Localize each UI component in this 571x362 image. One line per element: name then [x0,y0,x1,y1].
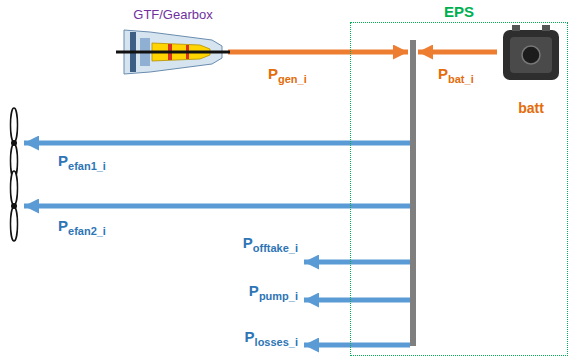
component-label: GTF/Gearbox [118,6,228,24]
power-flow-label: Pbat_i [438,64,474,85]
component-label: batt [496,99,566,117]
battery-power-arrow [418,50,497,55]
power-flow-label: Plosses_i [245,327,298,348]
propeller-blade [11,171,18,205]
power-flow-label: Pefan1_i [58,151,106,172]
power-bus [410,40,416,346]
turbofan-illustration [116,30,230,74]
battery-terminal [542,25,550,31]
battery-body [503,30,559,80]
battery-node: batt [496,25,566,117]
propeller-icon [11,108,18,178]
power-flow-label: Pgen_i [268,64,307,85]
losses-power-arrow [304,343,410,348]
propeller-blade [11,108,18,142]
region-title: EPS [351,3,567,21]
battery-port [522,46,540,64]
propeller-hub [11,140,17,146]
propeller-hub [11,203,17,209]
engine-shaft [116,51,230,54]
battery-terminal [512,25,520,31]
efan-power-arrow [24,141,410,146]
efan-power-arrow [24,204,410,209]
generator-power-arrow [228,50,408,55]
propeller-blade [11,207,18,241]
battery-illustration [503,25,559,80]
eps-region: EPSbatt [350,22,568,356]
propeller-icon [11,171,18,241]
power-flow-label: Ppump_i [249,281,298,302]
engine-node: GTF/Gearbox [118,6,228,82]
battery-face [510,37,552,73]
power-flow-label: Pefan2_i [58,216,106,237]
pump-power-arrow [304,298,410,303]
offtake-power-arrow [304,260,410,265]
power-flow-label: Pofftake_i [243,233,298,254]
